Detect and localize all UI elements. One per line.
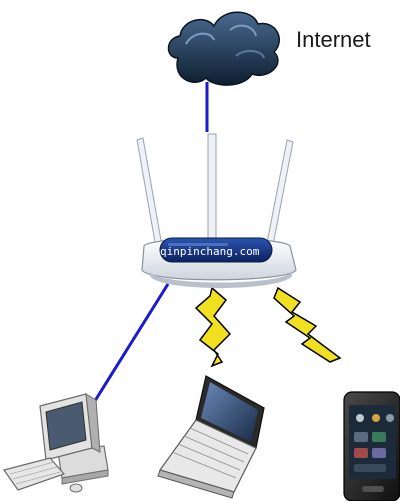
cloud-icon	[167, 11, 280, 86]
laptop-icon	[157, 375, 265, 499]
wireless-signal-phone-icon	[273, 286, 342, 363]
smartphone-icon	[343, 391, 400, 501]
internet-label: Internet	[296, 27, 371, 52]
watermark-text: qinpinchang.com	[160, 245, 260, 258]
desktop-computer-icon	[3, 393, 109, 493]
desktop-link	[86, 283, 170, 413]
wireless-signal-laptop-icon	[194, 286, 232, 368]
wireless-router-icon	[136, 133, 297, 288]
